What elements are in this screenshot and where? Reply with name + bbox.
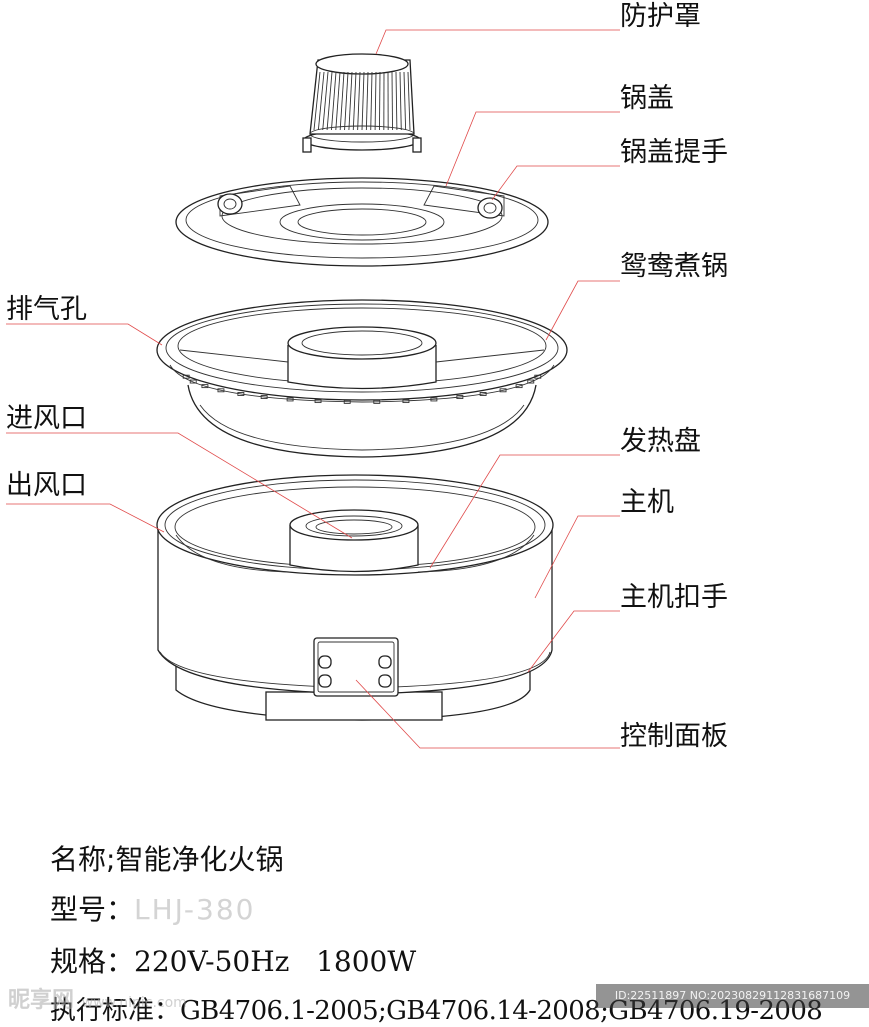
- watermark-right: ID:22511897 NO:20230829112831687109: [596, 984, 869, 1008]
- leader-guard: [376, 30, 620, 54]
- protective-cover-drawing: [303, 54, 421, 152]
- label-heating-plate: 发热盘: [620, 426, 701, 457]
- spec-rating: 规格：220V-50Hz 1800W: [50, 940, 416, 980]
- label-guard: 防护罩: [620, 1, 701, 32]
- leader-lid: [446, 112, 620, 186]
- spec-model-label: 型号：: [50, 893, 134, 926]
- watermark-left-url: www.nipic.com: [82, 995, 187, 1011]
- leader-air-outlet: [6, 504, 164, 532]
- label-lid: 锅盖: [620, 83, 674, 114]
- label-air-outlet: 出风口: [6, 470, 87, 501]
- spec-rating-value: 220V-50Hz 1800W: [134, 945, 416, 978]
- label-yuanyang-pot: 鸳鸯煮锅: [620, 251, 728, 282]
- spec-model-value: LHJ-380: [134, 893, 255, 926]
- spec-name-value: 智能净化火锅: [115, 843, 283, 876]
- leader-vent-hole: [6, 324, 162, 345]
- lid-drawing: [176, 178, 548, 266]
- lid-handle-right: [478, 198, 502, 218]
- watermark-left-text: 昵享网: [8, 988, 74, 1013]
- spec-rating-label: 规格：: [50, 945, 134, 978]
- spec-model: 型号：LHJ-380: [50, 888, 255, 928]
- label-control-panel: 控制面板: [620, 721, 728, 752]
- label-main-unit-handle: 主机扣手: [620, 582, 728, 613]
- leader-lid-handle: [492, 166, 620, 200]
- control-panel-drawing: [314, 638, 398, 696]
- label-air-inlet: 进风口: [6, 403, 87, 434]
- spec-name-label: 名称;: [50, 843, 115, 876]
- leader-yuanyang-pot: [546, 281, 620, 340]
- yuanyang-pot-drawing: [157, 300, 567, 457]
- lid-handle-left: [218, 194, 242, 214]
- label-main-unit: 主机: [620, 487, 674, 518]
- watermark-left: 昵享网 www.nipic.com: [8, 982, 187, 1014]
- label-vent-hole: 排气孔: [6, 294, 87, 325]
- spec-name: 名称;智能净化火锅: [50, 838, 283, 878]
- main-unit-drawing: [157, 475, 553, 720]
- label-lid-handle: 锅盖提手: [620, 137, 728, 168]
